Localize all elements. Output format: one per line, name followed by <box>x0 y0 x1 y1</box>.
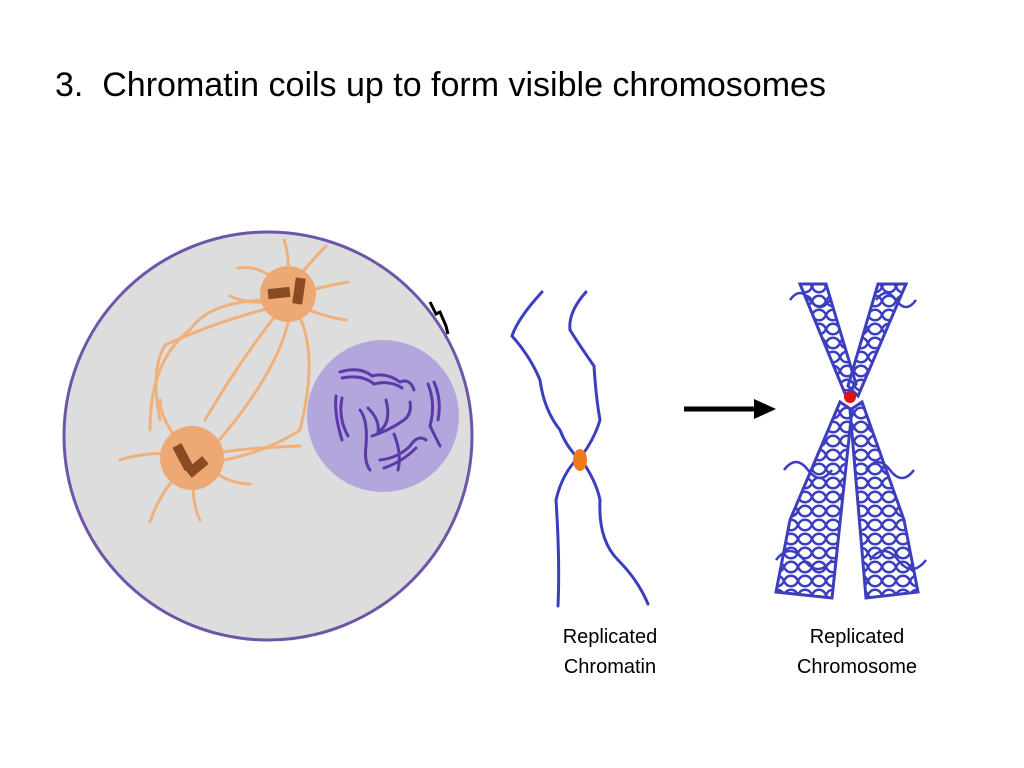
centrosome-upper <box>260 266 316 322</box>
chromosome-label-line2: Chromosome <box>796 656 918 678</box>
nuclear-chromosomes <box>334 368 442 472</box>
chromosome-centromere <box>844 391 856 403</box>
membrane-mark <box>428 301 450 335</box>
replicated-chromatin-label: Replicated Chromatin <box>530 622 690 682</box>
chromatin-label-line2: Chromatin <box>563 656 657 678</box>
chromatin-centromere <box>573 449 587 471</box>
right-arrow-icon <box>684 399 776 419</box>
replicated-chromosome-label: Replicated Chromosome <box>772 622 942 682</box>
chromosome-label-line1: Replicated <box>809 626 905 648</box>
cell-membrane <box>62 230 474 642</box>
nucleus <box>307 340 459 492</box>
replicated-chromosome <box>774 282 927 600</box>
chromatin-label-line1: Replicated <box>562 626 658 648</box>
slide-title: 3. Chromatin coils up to form visible ch… <box>55 66 826 104</box>
replicated-chromatin <box>510 290 650 608</box>
centrosome-lower <box>160 426 224 490</box>
cell <box>62 230 474 642</box>
chromatid-left <box>510 290 581 608</box>
chromatid-right <box>568 290 650 606</box>
